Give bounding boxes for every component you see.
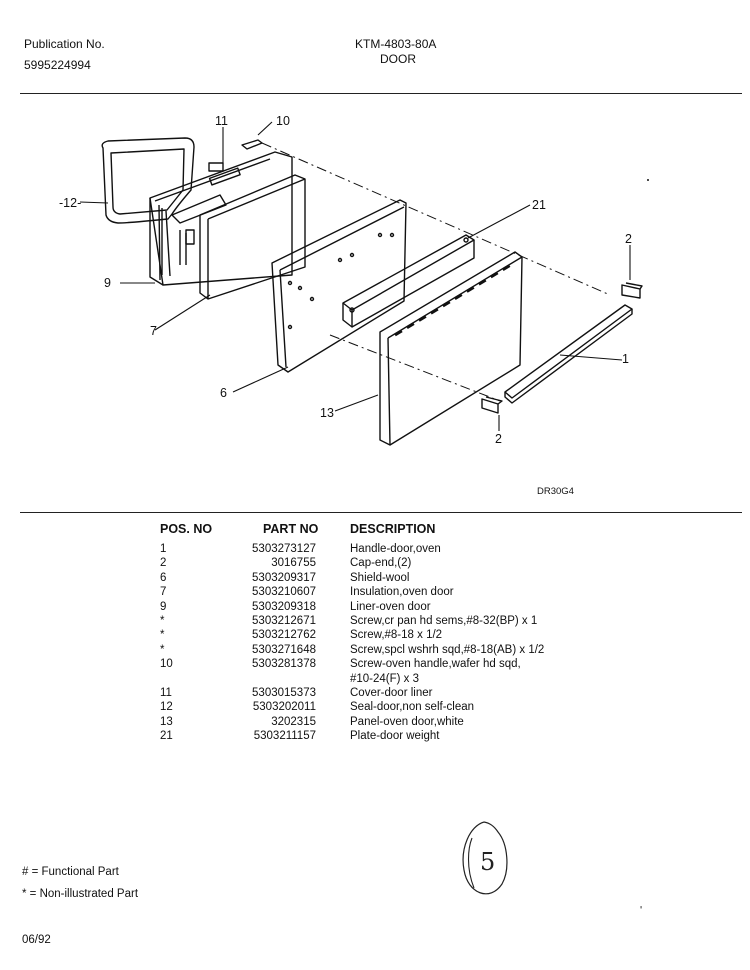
row-part-cell: 5303202011: [252, 701, 316, 714]
row-desc-cell: Screw-oven handle,wafer hd sqd,: [350, 658, 521, 671]
row-desc-cell: Seal-door,non self-clean: [350, 701, 475, 714]
row-desc-cell: Panel-oven door,white: [350, 715, 464, 728]
row-pos-cell: 11: [160, 687, 172, 699]
callout-11: 11: [215, 114, 228, 128]
handwritten-number-mark: 5: [462, 821, 508, 895]
row-pos-cell: *: [160, 629, 165, 642]
centerline-top: [261, 142, 611, 296]
row-pos-cell: 10: [160, 658, 173, 671]
callout-12: -12-: [59, 196, 81, 210]
handle-screw-part: [241, 139, 263, 150]
row-part-cell: 3202315: [271, 715, 316, 728]
row-desc-cell: Screw,#8-18 x 1/2: [350, 629, 443, 642]
header-description: DESCRIPTION: [350, 522, 436, 536]
callout-2-top: 2: [625, 232, 632, 246]
callout-9: 9: [104, 276, 111, 290]
row-pos-cell: 12: [160, 701, 173, 714]
row-part-cell: 5303209317: [252, 571, 316, 584]
callout-7: 7: [150, 324, 157, 338]
table-rule: [20, 512, 742, 513]
row-pos-cell: *: [160, 643, 165, 656]
row-part-cell: 5303212671: [252, 615, 316, 627]
row-part-cell: 5303211157: [253, 730, 316, 743]
cover-door-liner-part: [208, 162, 224, 172]
row-desc-cell: Screw,spcl wshrh sqd,#8-18(AB) x 1/2: [350, 643, 545, 656]
row-desc-cell: Shield-wool: [350, 571, 410, 584]
row-pos-cell: 7: [160, 586, 167, 599]
row-part-cell: 3016755: [271, 557, 316, 570]
header-part-no: PART NO: [263, 522, 319, 536]
row-desc-cell: Liner-oven door: [350, 600, 431, 613]
header-rule: [20, 93, 742, 94]
exploded-door-diagram: 11 10 -12- 9 7 6 13 21 2 1 2 DR30G4: [59, 114, 649, 497]
row-pos-cell: 21: [160, 730, 173, 743]
row-desc-cell: #10-24(F) x 3: [350, 672, 420, 685]
callout-2-bottom: 2: [495, 432, 502, 446]
end-cap-bottom-part: [481, 396, 503, 414]
handwritten-digit: 5: [480, 848, 495, 876]
callout-21: 21: [532, 198, 546, 212]
legend-functional: # = Functional Part: [22, 866, 119, 878]
centerline-bottom: [329, 334, 501, 402]
footer-date: 06/92: [22, 934, 51, 946]
row-desc-cell: Plate-door weight: [350, 730, 440, 743]
row-desc-cell: Cover-door liner: [350, 687, 433, 699]
door-liner-part: [149, 151, 293, 286]
section-title: DOOR: [380, 52, 416, 66]
row-part-cell: 5303271648: [252, 643, 316, 656]
door-weight-plate-part: [342, 234, 475, 328]
diagram-code: DR30G4: [537, 486, 574, 497]
publication-label: Publication No.: [24, 37, 105, 51]
end-cap-top-part: [621, 282, 643, 299]
oven-door-panel-part: [379, 251, 523, 446]
row-part-cell: 5303281378: [252, 658, 316, 671]
stray-mark: ʹ: [640, 905, 643, 917]
oven-handle-part: [504, 304, 633, 404]
row-desc-cell: Handle-door,oven: [350, 543, 441, 555]
callout-10: 10: [276, 114, 290, 128]
row-part-cell: 5303209318: [252, 600, 316, 613]
row-desc-cell: Insulation,oven door: [350, 586, 454, 599]
row-pos-cell: 1: [160, 543, 167, 555]
shield-wool-part: [271, 199, 407, 373]
row-desc-cell: Screw,cr pan hd sems,#8-32(BP) x 1: [350, 615, 538, 627]
row-pos-cell: 2: [160, 557, 167, 570]
row-part-cell: 5303015373: [252, 687, 316, 699]
legend-non-illustrated: * = Non-illustrated Part: [22, 888, 139, 900]
row-part-cell: 5303273127: [252, 543, 316, 555]
callout-6: 6: [220, 386, 227, 400]
row-pos-cell: 6: [160, 571, 167, 584]
door-seal-part: [101, 137, 195, 224]
callout-1: 1: [622, 352, 629, 366]
row-pos-cell: 13: [160, 715, 173, 728]
row-pos-cell: 9: [160, 600, 167, 613]
row-pos-cell: *: [160, 615, 165, 627]
row-part-cell: 5303210607: [252, 586, 316, 599]
model-number: KTM-4803-80A: [355, 37, 437, 51]
row-desc-cell: Cap-end,(2): [350, 557, 412, 570]
header-pos-no: POS. NO: [160, 522, 213, 536]
row-part-cell: 5303212762: [252, 629, 316, 642]
callout-13: 13: [320, 406, 334, 420]
door-insulation-part: [199, 174, 306, 300]
publication-number: 5995224994: [24, 58, 91, 72]
